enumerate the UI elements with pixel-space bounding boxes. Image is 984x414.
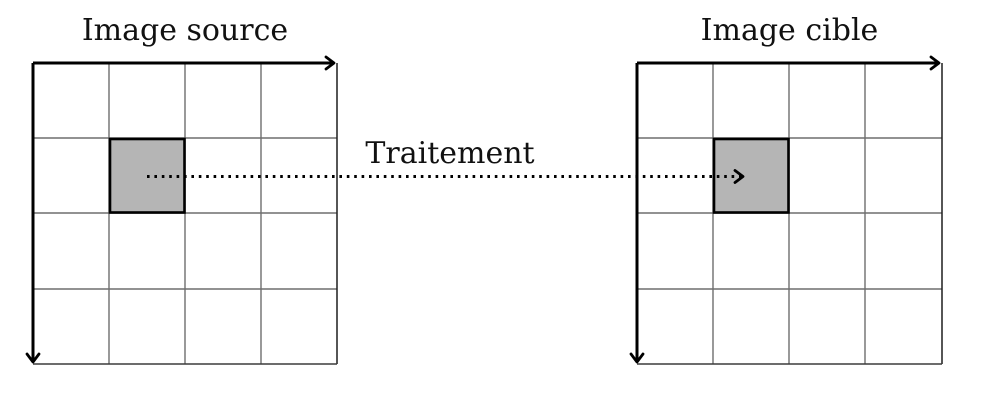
traitement-arrow-label: Traitement [365,136,535,171]
target-grid-title: Image cible [700,13,879,48]
source-grid-title: Image source [81,13,289,48]
source-grid [25,55,338,365]
target-grid [629,55,943,365]
